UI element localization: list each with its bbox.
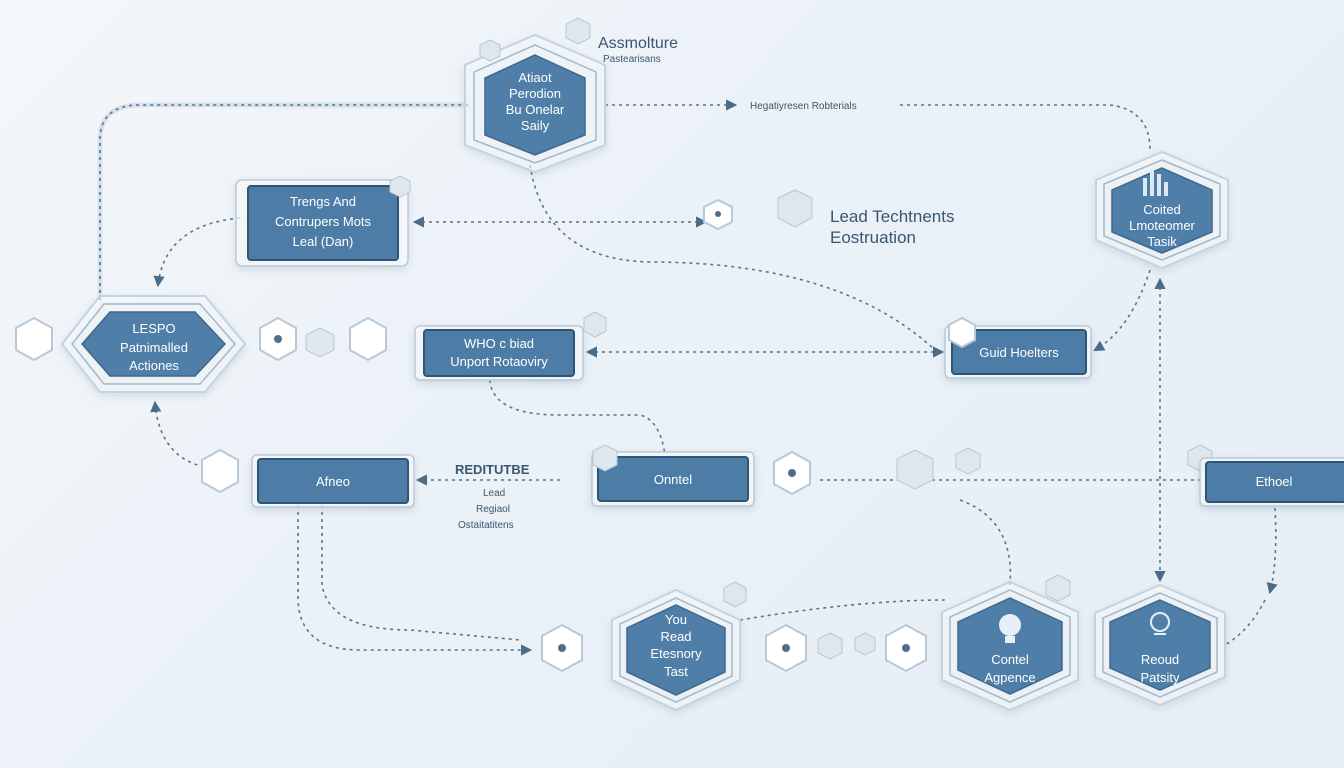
node-onntel-box[interactable]: Onntel: [591, 451, 755, 507]
trends-line3: Leal (Dan): [293, 234, 354, 249]
trends-line1: Trengs And: [290, 194, 356, 209]
small-hex-node-icon: [201, 448, 239, 494]
node-afneo-box[interactable]: Afneo: [251, 454, 415, 508]
edge-left-loop-top: [99, 104, 470, 300]
rediture-label: REDITUTBE: [455, 462, 530, 477]
top-right-line3: Tasik: [1147, 234, 1177, 249]
node-ethoel-box[interactable]: Ethoel: [1199, 457, 1344, 507]
top-edge-label: Hegatiyresen Robterials: [750, 101, 857, 112]
ethoel-label: Ethoel: [1256, 474, 1293, 489]
cube-icon: [817, 632, 876, 660]
lead-label: Lead: [483, 488, 505, 499]
top-hex-line4: Saily: [521, 118, 550, 133]
small-hex-node-icon: [349, 316, 387, 362]
top-hex-line1: Atiaot: [518, 70, 552, 85]
bulb-outline-icon: [1150, 612, 1170, 635]
edge-afneo-down-1: [297, 505, 533, 656]
top-right-line2: Lmoteomer: [1129, 218, 1195, 233]
node-you-read-hex[interactable]: You Read Etesnory Tast: [611, 588, 741, 712]
edge-ethoel-down: [1266, 507, 1278, 595]
cube-icon: [896, 444, 1213, 490]
small-hex-node-icon: [773, 450, 811, 496]
regional-label: Regiaol: [476, 504, 510, 515]
reoud-line2: Patsity: [1140, 670, 1180, 685]
small-hex-node-icon: [948, 316, 976, 349]
node-lespo-hex[interactable]: LESPO Patnimalled Actiones: [60, 295, 247, 393]
lead-techn-hex-icons: [703, 189, 813, 231]
top-hex-line2: Perodion: [509, 86, 561, 101]
edge-wio-down: [489, 379, 666, 456]
edge-top-hex-down: [529, 164, 936, 351]
node-guid-box[interactable]: Guid Hoelters: [944, 325, 1092, 379]
edge-you-to-content: [739, 599, 946, 621]
you-read-line1: You: [665, 612, 687, 627]
cube-icon: [479, 17, 591, 62]
you-read-line3: Etesnory: [650, 646, 702, 661]
afneo-label: Afneo: [316, 474, 350, 489]
top-subtitle: Pastearisans: [603, 54, 661, 65]
node-trends-box[interactable]: Trengs And Contrupers Mots Leal (Dan): [235, 179, 409, 267]
node-content-hex[interactable]: Contel Agpence: [941, 580, 1079, 712]
node-top-hex[interactable]: Atiaot Perodion Bu Onelar Saily: [464, 33, 606, 174]
cube-icon: [723, 581, 747, 608]
lead-techn-label-1: Lead Techtnents: [830, 207, 954, 226]
top-hex-line3: Bu Onelar: [506, 102, 565, 117]
edges: [97, 99, 1278, 656]
node-top-right-hex[interactable]: Coited Lmoteomer Tasik: [1095, 150, 1229, 270]
cube-icon: [592, 444, 618, 472]
chart-bars-icon: [1143, 170, 1168, 196]
edge-top-right-continue: [900, 104, 1151, 151]
trends-line2: Contrupers Mots: [275, 214, 372, 229]
edge-ethoel-to-reoud: [1224, 599, 1266, 646]
guid-label: Guid Hoelters: [979, 345, 1059, 360]
wio-line1: WHO c biad: [464, 336, 534, 351]
cube-icon: [389, 175, 411, 198]
top-right-line1: Coited: [1143, 202, 1181, 217]
edge-topright-to-guid: [1093, 269, 1151, 352]
small-hex-node-icon: [765, 623, 807, 673]
node-wio-box[interactable]: WHO c biad Unport Rotaoviry: [414, 325, 584, 381]
lespo-line1: LESPO: [132, 321, 175, 336]
small-hex-node-icon: [259, 316, 297, 362]
small-hex-node-icon: [15, 316, 53, 362]
you-read-line4: Tast: [664, 664, 688, 679]
node-reoud-hex[interactable]: Reoud Patsity: [1094, 583, 1226, 707]
lightbulb-icon: [999, 614, 1021, 643]
wio-line2: Unport Rotaoviry: [450, 354, 548, 369]
edge-trends-to-lespo: [153, 217, 241, 288]
you-read-line2: Read: [660, 629, 691, 644]
classifications-label: Ostaitatitens: [458, 520, 514, 531]
content-line1: Contel: [991, 652, 1029, 667]
cube-icon: [305, 327, 335, 358]
lespo-line3: Actiones: [129, 358, 179, 373]
content-line2: Agpence: [984, 670, 1035, 685]
reoud-line1: Reoud: [1141, 652, 1179, 667]
small-hex-node-icon: [541, 623, 583, 673]
edge-mid-to-content: [959, 499, 1012, 586]
small-hex-node-icon: [885, 623, 927, 673]
cube-icon: [583, 311, 607, 338]
edge-lespo-down: [150, 400, 211, 469]
cube-icon: [1045, 574, 1071, 602]
lead-techn-label-2: Eostruation: [830, 228, 916, 247]
onntel-label: Onntel: [654, 472, 692, 487]
top-title: Assmolture: [598, 35, 678, 52]
lespo-line2: Patnimalled: [120, 340, 188, 355]
